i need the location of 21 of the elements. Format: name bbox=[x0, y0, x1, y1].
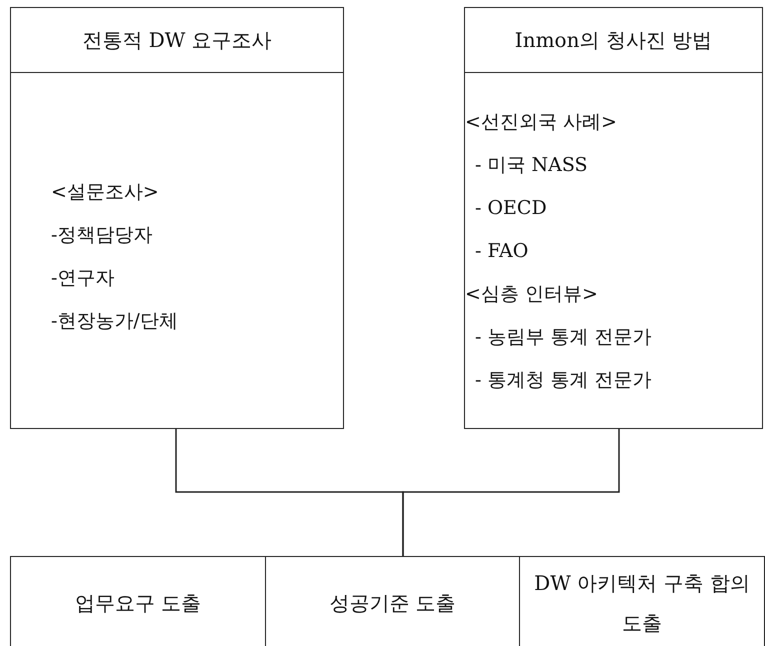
cell-text: 성공기준 도출 bbox=[329, 590, 456, 616]
list-item: - 통계청 통계 전문가 bbox=[475, 368, 652, 393]
list-heading: <설문조사> bbox=[51, 180, 159, 205]
table-box bbox=[10, 7, 344, 429]
list-heading: <선진외국 사례> bbox=[465, 110, 617, 135]
table-cell bbox=[519, 556, 765, 646]
list-item: - OECD bbox=[475, 196, 547, 221]
connector-line bbox=[402, 429, 620, 556]
list-item: -연구자 bbox=[51, 266, 114, 291]
box-heading: Inmon의 청사진 방법 bbox=[514, 26, 712, 54]
list-heading: <심층 인터뷰> bbox=[465, 282, 598, 307]
cell-text: 업무요구 도출 bbox=[74, 590, 202, 616]
list-item: - 농림부 통계 전문가 bbox=[475, 325, 652, 350]
table-box bbox=[464, 7, 763, 429]
box-heading: 전통적 DW 요구조사 bbox=[82, 26, 272, 54]
list-item: - FAO bbox=[475, 239, 528, 264]
cell-text: DW 아키텍처 구축 합의 도출 bbox=[533, 570, 751, 636]
table-cell bbox=[10, 556, 266, 646]
list-item: -현장농가/단체 bbox=[51, 309, 178, 334]
list-item: -정책담당자 bbox=[51, 223, 152, 248]
list-item: - 미국 NASS bbox=[475, 153, 588, 178]
